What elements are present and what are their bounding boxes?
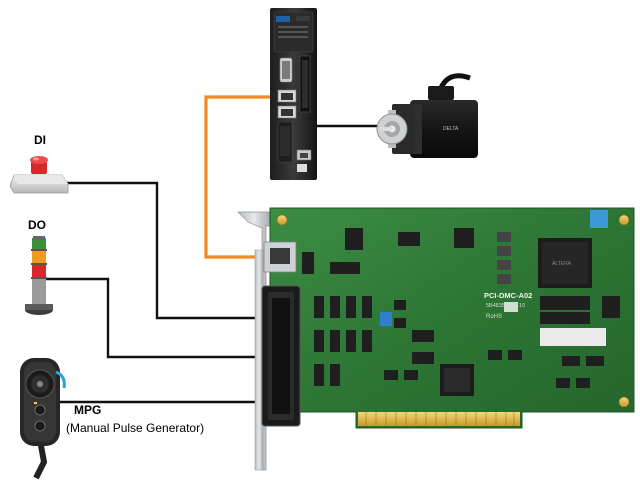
signal-tower-icon: [25, 236, 53, 315]
handwheel-icon: [20, 358, 66, 480]
mpg-label: MPG: [74, 403, 102, 417]
ethernet-cable: [204, 95, 287, 259]
do-label: DO: [28, 218, 46, 232]
push-button-icon: [9, 156, 69, 194]
board-rohs: RoHS: [486, 314, 502, 320]
board-serial: 5B48350800-10: [486, 303, 525, 309]
svg-text:DELTA: DELTA: [443, 126, 459, 132]
di-label: DI: [34, 133, 46, 147]
servo-drive-icon: [270, 8, 317, 180]
mpg-description: (Manual Pulse Generator): [66, 421, 205, 435]
svg-text:ALTERA: ALTERA: [552, 261, 572, 267]
board-model: PCI-DMC-A02: [484, 291, 532, 300]
do-cable: [46, 277, 263, 359]
servo-motor-icon: DELTA: [376, 73, 478, 158]
motion-card-icon: ALTERA: [237, 207, 635, 471]
di-cable: [66, 181, 263, 320]
